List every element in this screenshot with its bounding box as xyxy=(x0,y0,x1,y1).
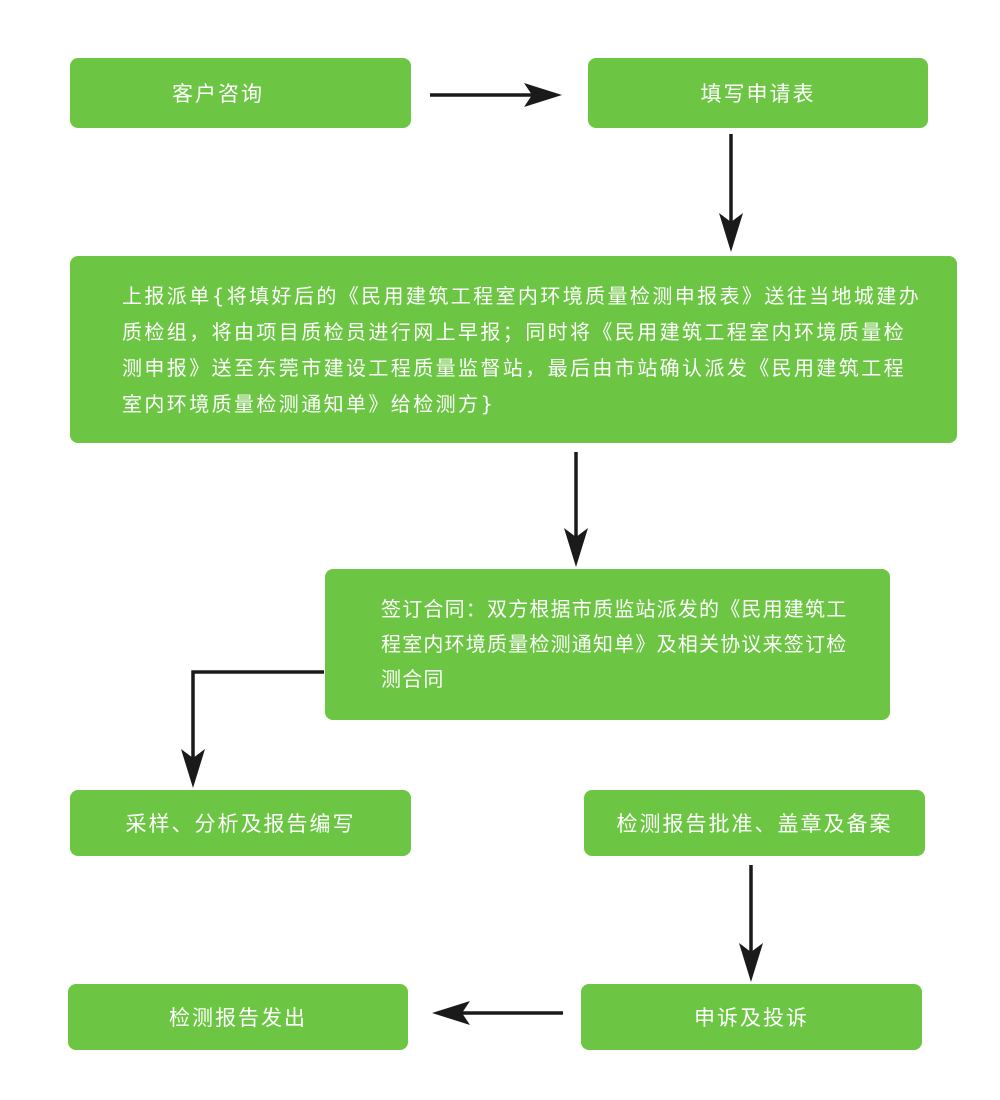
step-description: 上报派单{将填好后的《民用建筑工程室内环境质量检测申报表》送往当地城建办质检组，… xyxy=(122,283,922,416)
arrow-report-dispatch-to-sign-contract xyxy=(564,452,588,567)
arrow-approval-to-appeal xyxy=(739,865,763,982)
arrowhead-down-icon xyxy=(181,749,205,788)
step-report-dispatch: 上报派单{将填好后的《民用建筑工程室内环境质量检测申报表》送往当地城建办质检组，… xyxy=(70,256,957,443)
step-description: 签订合同：双方根据市质监站派发的《民用建筑工程室内环境质量检测通知单》及相关协议… xyxy=(381,597,848,691)
arrowhead-down-icon xyxy=(739,943,763,982)
step-sign-contract: 签订合同：双方根据市质监站派发的《民用建筑工程室内环境质量检测通知单》及相关协议… xyxy=(325,569,890,720)
arrow-fill-form-to-report-dispatch xyxy=(719,134,743,252)
arrowhead-right-icon xyxy=(524,83,562,107)
arrowhead-left-icon xyxy=(432,1001,470,1025)
arrow-sign-contract-to-sampling xyxy=(181,670,324,788)
step-label: 检测报告批准、盖章及备案 xyxy=(616,812,893,836)
step-label: 检测报告发出 xyxy=(169,1006,307,1030)
step-label: 客户咨询 xyxy=(172,82,264,106)
step-appeal-complaint: 申诉及投诉 xyxy=(581,984,922,1050)
arrow-appeal-to-issue xyxy=(432,1001,563,1025)
step-report-approval: 检测报告批准、盖章及备案 xyxy=(584,790,925,856)
step-label: 采样、分析及报告编写 xyxy=(125,812,356,836)
arrow-consult-to-fill-form xyxy=(430,83,562,107)
step-sampling-analysis-report: 采样、分析及报告编写 xyxy=(70,790,411,856)
step-label: 申诉及投诉 xyxy=(694,1006,809,1030)
step-label: 填写申请表 xyxy=(700,82,816,106)
arrowhead-down-icon xyxy=(564,528,588,567)
step-fill-application-form: 填写申请表 xyxy=(588,58,928,128)
step-report-issued: 检测报告发出 xyxy=(68,984,408,1050)
arrowhead-down-icon xyxy=(719,213,743,252)
step-customer-consultation: 客户咨询 xyxy=(70,58,411,128)
